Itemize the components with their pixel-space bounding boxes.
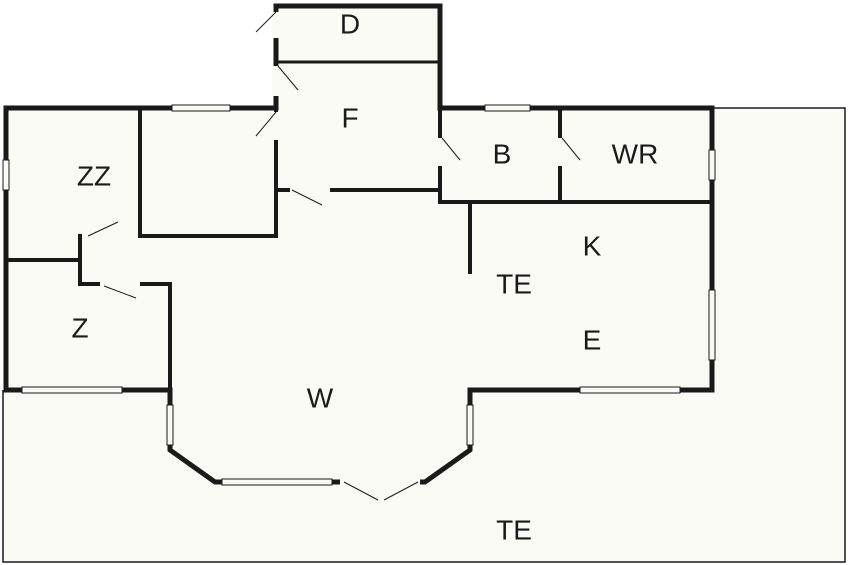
interior-floor — [6, 6, 712, 482]
interior-walls — [4, 60, 714, 392]
room-label-wr: WR — [612, 138, 659, 169]
room-label-e: E — [583, 324, 602, 355]
room-label-d: D — [340, 8, 360, 39]
room-label-zz: ZZ — [77, 160, 111, 191]
window — [21, 386, 123, 394]
window — [708, 149, 716, 181]
doors — [86, 11, 581, 501]
room-labels: D F B WR ZZ Z K TE E W TE — [71, 8, 658, 545]
window — [2, 159, 10, 191]
window — [579, 386, 681, 394]
window — [171, 104, 231, 112]
window — [166, 404, 174, 446]
room-label-k: K — [583, 230, 602, 261]
window — [708, 289, 716, 361]
room-label-terrace: TE — [496, 514, 532, 545]
window — [484, 104, 531, 112]
window — [221, 478, 333, 486]
window — [466, 404, 474, 446]
windows — [2, 104, 716, 486]
room-label-w: W — [307, 382, 334, 413]
room-label-te: TE — [496, 268, 532, 299]
room-label-b: B — [493, 138, 512, 169]
room-label-f: F — [341, 102, 358, 133]
room-label-z: Z — [71, 312, 88, 343]
